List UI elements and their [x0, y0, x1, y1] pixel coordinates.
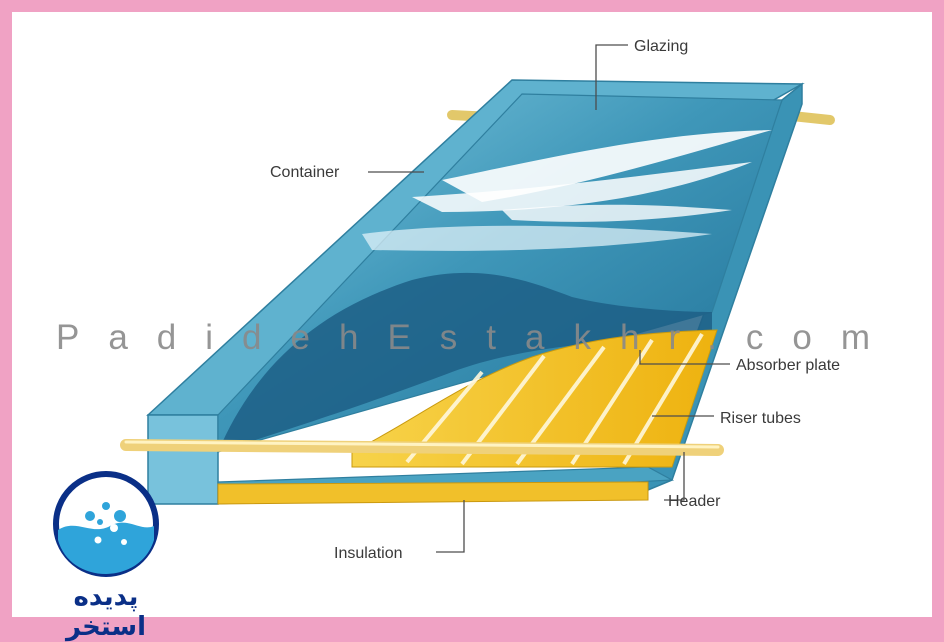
water-pool-logo-icon: [53, 471, 159, 577]
riser-tubes-label: Riser tubes: [720, 410, 801, 427]
company-logo: پدیده استخر: [36, 470, 176, 642]
header-label: Header: [668, 493, 721, 510]
glass-reflection-4: [362, 225, 712, 251]
glazing-leader: [595, 44, 628, 110]
logo-text: پدیده استخر: [65, 582, 146, 642]
glass-reflection-2: [412, 162, 752, 212]
header-leader: [664, 452, 685, 501]
header-pipe: [120, 439, 724, 456]
canvas: Glazing Container Absorber plate Riser t…: [12, 12, 932, 642]
absorber-plate: [351, 329, 718, 468]
absorber-plate-leader: [639, 350, 730, 365]
container-label: Container: [270, 164, 340, 181]
glass-reflection-1: [442, 130, 772, 202]
glass-curl: [218, 272, 712, 452]
insulation-leader: [436, 500, 465, 553]
glazing-label: Glazing: [634, 38, 688, 55]
glass-reflection-3: [502, 204, 732, 222]
absorber-plate-label: Absorber plate: [736, 357, 840, 374]
insulation-layer: [217, 481, 649, 505]
insulation-label: Insulation: [334, 545, 403, 562]
watermark: PadidehEstakhr.com: [56, 318, 900, 357]
solar-collector-diagram: Glazing Container Absorber plate Riser t…: [120, 38, 840, 562]
